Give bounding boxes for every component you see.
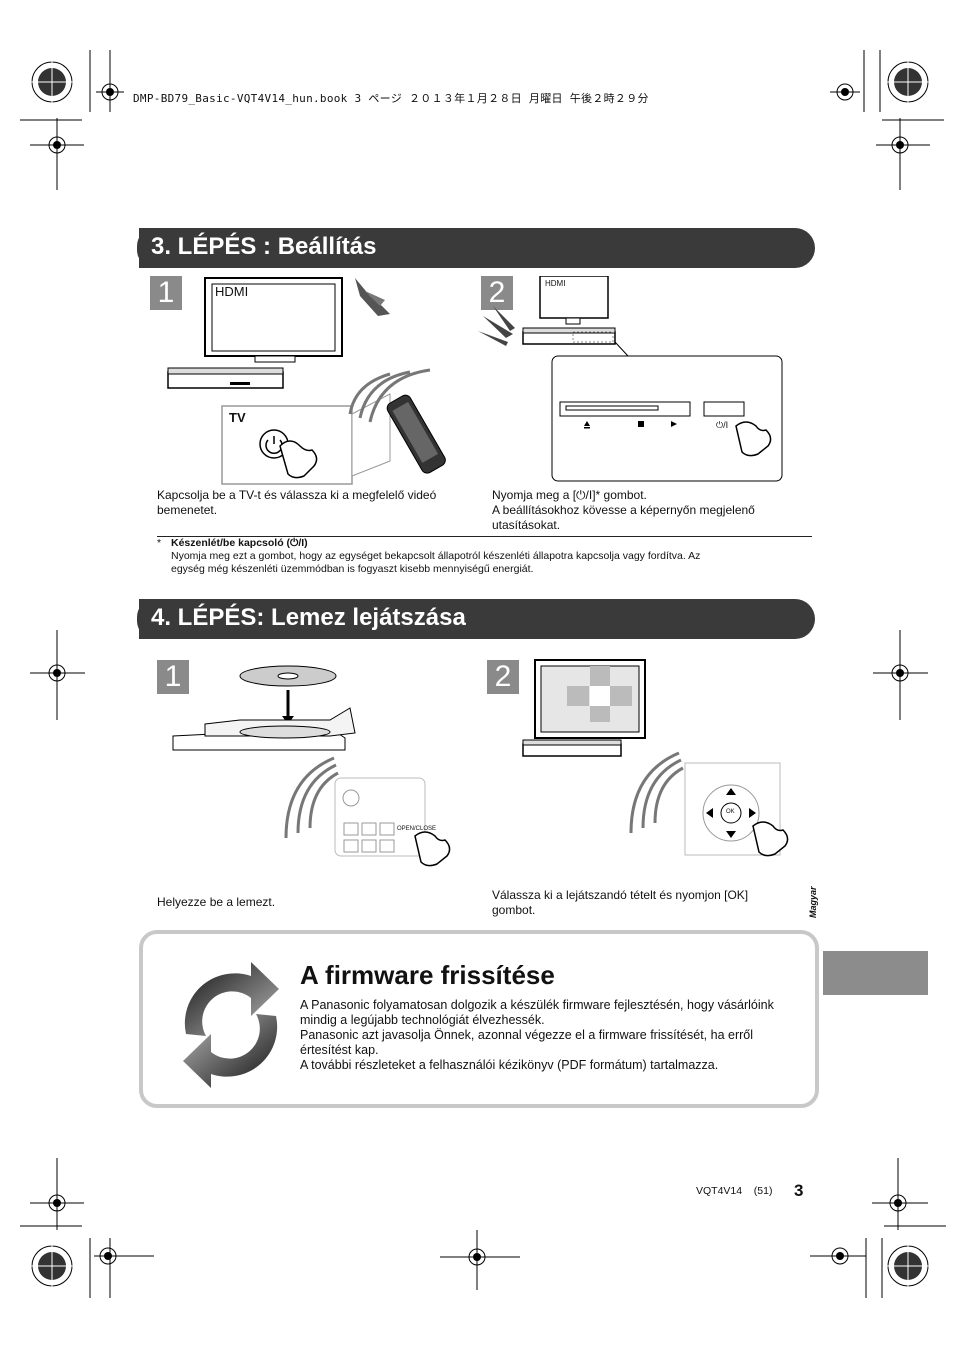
menu-select-illustration — [522, 659, 789, 857]
firmware-body: A Panasonic folyamatosan dolgozik a kész… — [300, 998, 800, 1073]
caption-line: utasításokat. — [492, 518, 561, 532]
power-button-label: ⏻/I — [716, 420, 729, 430]
caption-line: Kapcsolja be a TV-t és válassza ki a meg… — [157, 488, 437, 502]
step3-banner: 3. LÉPÉS : Beállítás — [137, 228, 815, 268]
ok-button-label: OK — [726, 809, 735, 815]
step4-panel1-caption: Helyezze be a lemezt. — [157, 895, 275, 910]
firmware-box: A firmware frissítése A Panasonic folyam… — [139, 930, 819, 1108]
registration-mark-top-left — [20, 50, 124, 190]
firmware-line: mindig a legújabb technológiát élvezhess… — [300, 1013, 545, 1027]
small-tv-hdmi-label: HDMI — [545, 279, 566, 288]
refresh-cycle-icon — [183, 962, 279, 1088]
step3-panel2-number: 2 — [481, 276, 513, 310]
firmware-line: A Panasonic folyamatosan dolgozik a kész… — [300, 998, 774, 1012]
caption-line: Helyezze be a lemezt. — [157, 895, 276, 909]
step4-title: 4. LÉPÉS: Lemez lejátszása — [151, 604, 466, 631]
remote-tv-label: TV — [229, 410, 246, 425]
registration-mark-bottom-right — [810, 1158, 946, 1298]
player-power-illustration — [478, 276, 783, 482]
footnote-title: Készenlét/be kapcsoló (⏻/I) — [171, 537, 308, 549]
firmware-line: értesítést kap. — [300, 1043, 379, 1057]
caption-line: A beállításokhoz kövesse a képernyőn meg… — [492, 503, 755, 517]
step4-panel2-number: 2 — [487, 660, 519, 694]
step3-panel2-caption: Nyomja meg a [⏻/I]* gombot. A beállításo… — [492, 488, 755, 533]
firmware-line: Panasonic azt javasolja Önnek, azonnal v… — [300, 1028, 754, 1042]
footer-page-number: 3 — [794, 1181, 804, 1200]
registration-mark-mid-right — [873, 630, 928, 720]
step4-panel1-number: 1 — [157, 660, 189, 694]
tv-screen-hdmi-label: HDMI — [215, 284, 249, 299]
footnote-line: egység még készenléti üzemmódban is fogy… — [171, 563, 534, 575]
step4-panel2-caption: Válassza ki a lejátszandó tételt és nyom… — [492, 888, 748, 918]
book-header-line: DMP-BD79_Basic-VQT4V14_hun.book 3 ページ ２０… — [133, 92, 649, 105]
footer-document-code: VQT4V14 (51) — [696, 1185, 773, 1197]
registration-mark-bottom-center — [440, 1230, 520, 1290]
step4-banner: 4. LÉPÉS: Lemez lejátszása — [137, 599, 815, 639]
disc-insert-illustration — [172, 665, 451, 867]
caption-line: Nyomja meg a [⏻/I]* gombot. — [492, 488, 647, 502]
caption-line: gombot. — [492, 903, 536, 917]
firmware-line: A további részleteket a felhasználói kéz… — [300, 1058, 719, 1072]
footnote-line: Nyomja meg ezt a gombot, hogy az egysége… — [171, 550, 701, 562]
step3-panel1-number: 1 — [150, 276, 182, 310]
step3-panel1-caption: Kapcsolja be a TV-t és válassza ki a meg… — [157, 488, 436, 518]
footnote-divider — [157, 536, 812, 537]
tv-and-player-illustration — [167, 277, 446, 485]
footnote-title-row: * Készenlét/be kapcsoló (⏻/I) — [157, 537, 817, 550]
caption-line: Válassza ki a lejátszandó tételt és nyom… — [492, 888, 749, 902]
registration-mark-top-right — [830, 50, 944, 190]
side-language-label: Magyar — [808, 886, 818, 918]
caption-line: bemenetet. — [157, 503, 218, 517]
side-tab — [823, 951, 928, 995]
registration-mark-bottom-left — [20, 1158, 154, 1298]
firmware-title: A firmware frissítése — [300, 960, 555, 990]
footnote-marker: * — [157, 537, 162, 549]
step3-title: 3. LÉPÉS : Beállítás — [151, 233, 377, 260]
standby-footnote: * Készenlét/be kapcsoló (⏻/I) Nyomja meg … — [157, 537, 817, 576]
registration-mark-mid-left — [30, 630, 85, 720]
open-close-button-label: OPEN/CLOSE — [397, 826, 437, 832]
